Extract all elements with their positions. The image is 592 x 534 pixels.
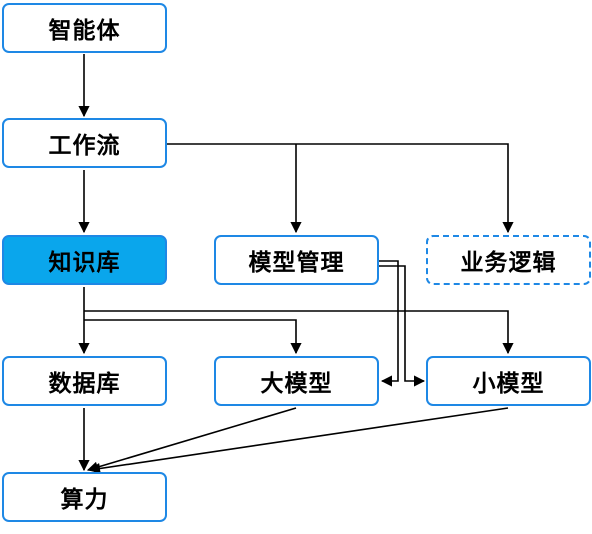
edge-small-model-compute (88, 407, 509, 475)
node-model-management-label: 模型管理 (248, 250, 345, 276)
node-workflow: 工作流 (2, 118, 167, 168)
node-knowledge-base-label: 知识库 (48, 250, 121, 276)
edge-large-model-compute (86, 407, 297, 473)
edge-knowledge-small-model (84, 310, 514, 355)
node-workflow-label: 工作流 (48, 133, 121, 159)
node-agent: 智能体 (2, 3, 167, 53)
node-small-model: 小模型 (426, 356, 591, 406)
node-database-label: 数据库 (48, 371, 121, 397)
edge-knowledge-large-model (84, 319, 302, 355)
node-small-model-label: 小模型 (472, 371, 545, 397)
edge-model-management-small-model (378, 265, 426, 387)
node-knowledge-base: 知识库 (2, 235, 167, 285)
node-large-model-label: 大模型 (260, 371, 333, 397)
node-large-model: 大模型 (214, 356, 379, 406)
node-model-management: 模型管理 (214, 235, 379, 285)
node-database: 数据库 (2, 356, 167, 406)
node-compute: 算力 (2, 472, 167, 522)
node-business-logic-label: 业务逻辑 (460, 250, 557, 276)
node-business-logic: 业务逻辑 (426, 235, 591, 285)
node-compute-label: 算力 (60, 487, 109, 513)
node-agent-label: 智能体 (48, 18, 121, 44)
edge-model-management-large-model (378, 260, 399, 387)
edge-workflow-branch (167, 143, 514, 234)
